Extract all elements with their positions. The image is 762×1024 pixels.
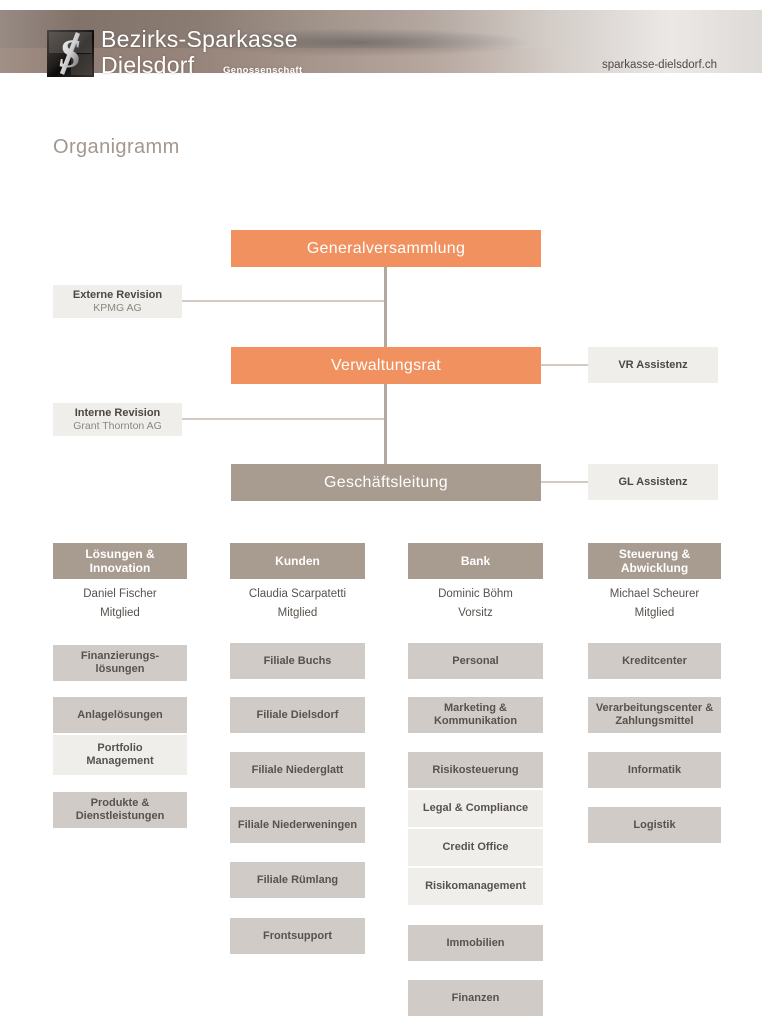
person-col2: Claudia Scarpatetti Mitglied [230, 587, 365, 621]
unit-filiale-niederweningen: Filiale Niederweningen [230, 807, 365, 843]
connector-vr-assistenz [541, 364, 588, 366]
unit-filiale-niederglatt: Filiale Niederglatt [230, 752, 365, 788]
unit-frontsupport: Frontsupport [230, 918, 365, 954]
connector-vr-gl [384, 384, 387, 464]
unit-logistik: Logistik [588, 807, 721, 843]
person-name: Daniel Fischer [83, 588, 157, 600]
unit-immobilien: Immobilien [408, 925, 543, 961]
connector-gv-vr [384, 267, 387, 347]
brand-line1: Bezirks-Sparkasse [101, 26, 298, 52]
brand-subtitle: Genossenschaft [223, 65, 303, 76]
unit-produkte-dienstleistungen: Produkte & Dienstleistungen [53, 792, 187, 828]
unit-marketing-kommunikation: Marketing & Kommunikation [408, 697, 543, 733]
svg-text:S: S [59, 31, 81, 76]
unit-finanzierungsloesungen: Finanzierungs- lösungen [53, 645, 187, 681]
unit-risikomanagement: Risikomanagement [408, 868, 543, 905]
externe-revision-subtitle: KPMG AG [93, 301, 142, 314]
interne-revision-title: Interne Revision [74, 406, 161, 419]
unit-anlageloesungen: Anlagelösungen [53, 697, 187, 733]
person-name: Claudia Scarpatetti [248, 588, 347, 600]
node-gl-assistenz: GL Assistenz [588, 464, 718, 500]
unit-credit-office: Credit Office [408, 829, 543, 866]
bank-logo-icon: S [47, 30, 94, 77]
connector-interne-revision [182, 418, 384, 420]
column-header-steuerung-abwicklung: Steuerung & Abwicklung [588, 543, 721, 579]
column-header-kunden: Kunden [230, 543, 365, 579]
page-title: Organigramm [53, 136, 180, 158]
interne-revision-subtitle: Grant Thornton AG [73, 419, 162, 432]
node-geschaeftsleitung: Geschäftsleitung [231, 464, 541, 501]
unit-portfolio-management: Portfolio Management [53, 735, 187, 775]
person-col4: Michael Scheurer Mitglied [588, 587, 721, 621]
unit-filiale-dielsdorf: Filiale Dielsdorf [230, 697, 365, 733]
person-role: Mitglied [100, 607, 140, 619]
node-generalversammlung: Generalversammlung [231, 230, 541, 267]
brand-line2: Dielsdorf [101, 52, 195, 78]
unit-filiale-buchs: Filiale Buchs [230, 643, 365, 679]
node-vr-assistenz: VR Assistenz [588, 347, 718, 383]
person-name: Dominic Böhm [438, 588, 513, 600]
connector-gl-assistenz [541, 481, 588, 483]
unit-finanzen: Finanzen [408, 980, 543, 1016]
node-interne-revision: Interne Revision Grant Thornton AG [53, 403, 182, 436]
person-name: Michael Scheurer [609, 588, 700, 600]
unit-kreditcenter: Kreditcenter [588, 643, 721, 679]
node-verwaltungsrat: Verwaltungsrat [231, 347, 541, 384]
node-externe-revision: Externe Revision KPMG AG [53, 285, 182, 318]
unit-filiale-ruemlang: Filiale Rümlang [230, 862, 365, 898]
unit-risikosteuerung: Risikosteuerung [408, 752, 543, 788]
person-col1: Daniel Fischer Mitglied [53, 587, 187, 621]
person-role: Mitglied [634, 607, 675, 619]
unit-informatik: Informatik [588, 752, 721, 788]
column-header-bank: Bank [408, 543, 543, 579]
person-role: Mitglied [277, 607, 318, 619]
person-col3: Dominic Böhm Vorsitz [408, 587, 543, 621]
person-role: Vorsitz [458, 607, 493, 619]
unit-personal: Personal [408, 643, 543, 679]
unit-legal-compliance: Legal & Compliance [408, 790, 543, 827]
column-header-loesungen-innovation: Lösungen & Innovation [53, 543, 187, 579]
unit-verarbeitungscenter-zahlungsmittel: Verarbeitungscenter & Zahlungsmittel [588, 697, 721, 733]
externe-revision-title: Externe Revision [72, 288, 163, 301]
website-link[interactable]: sparkasse-dielsdorf.ch [601, 59, 717, 71]
connector-externe-revision [182, 300, 384, 302]
